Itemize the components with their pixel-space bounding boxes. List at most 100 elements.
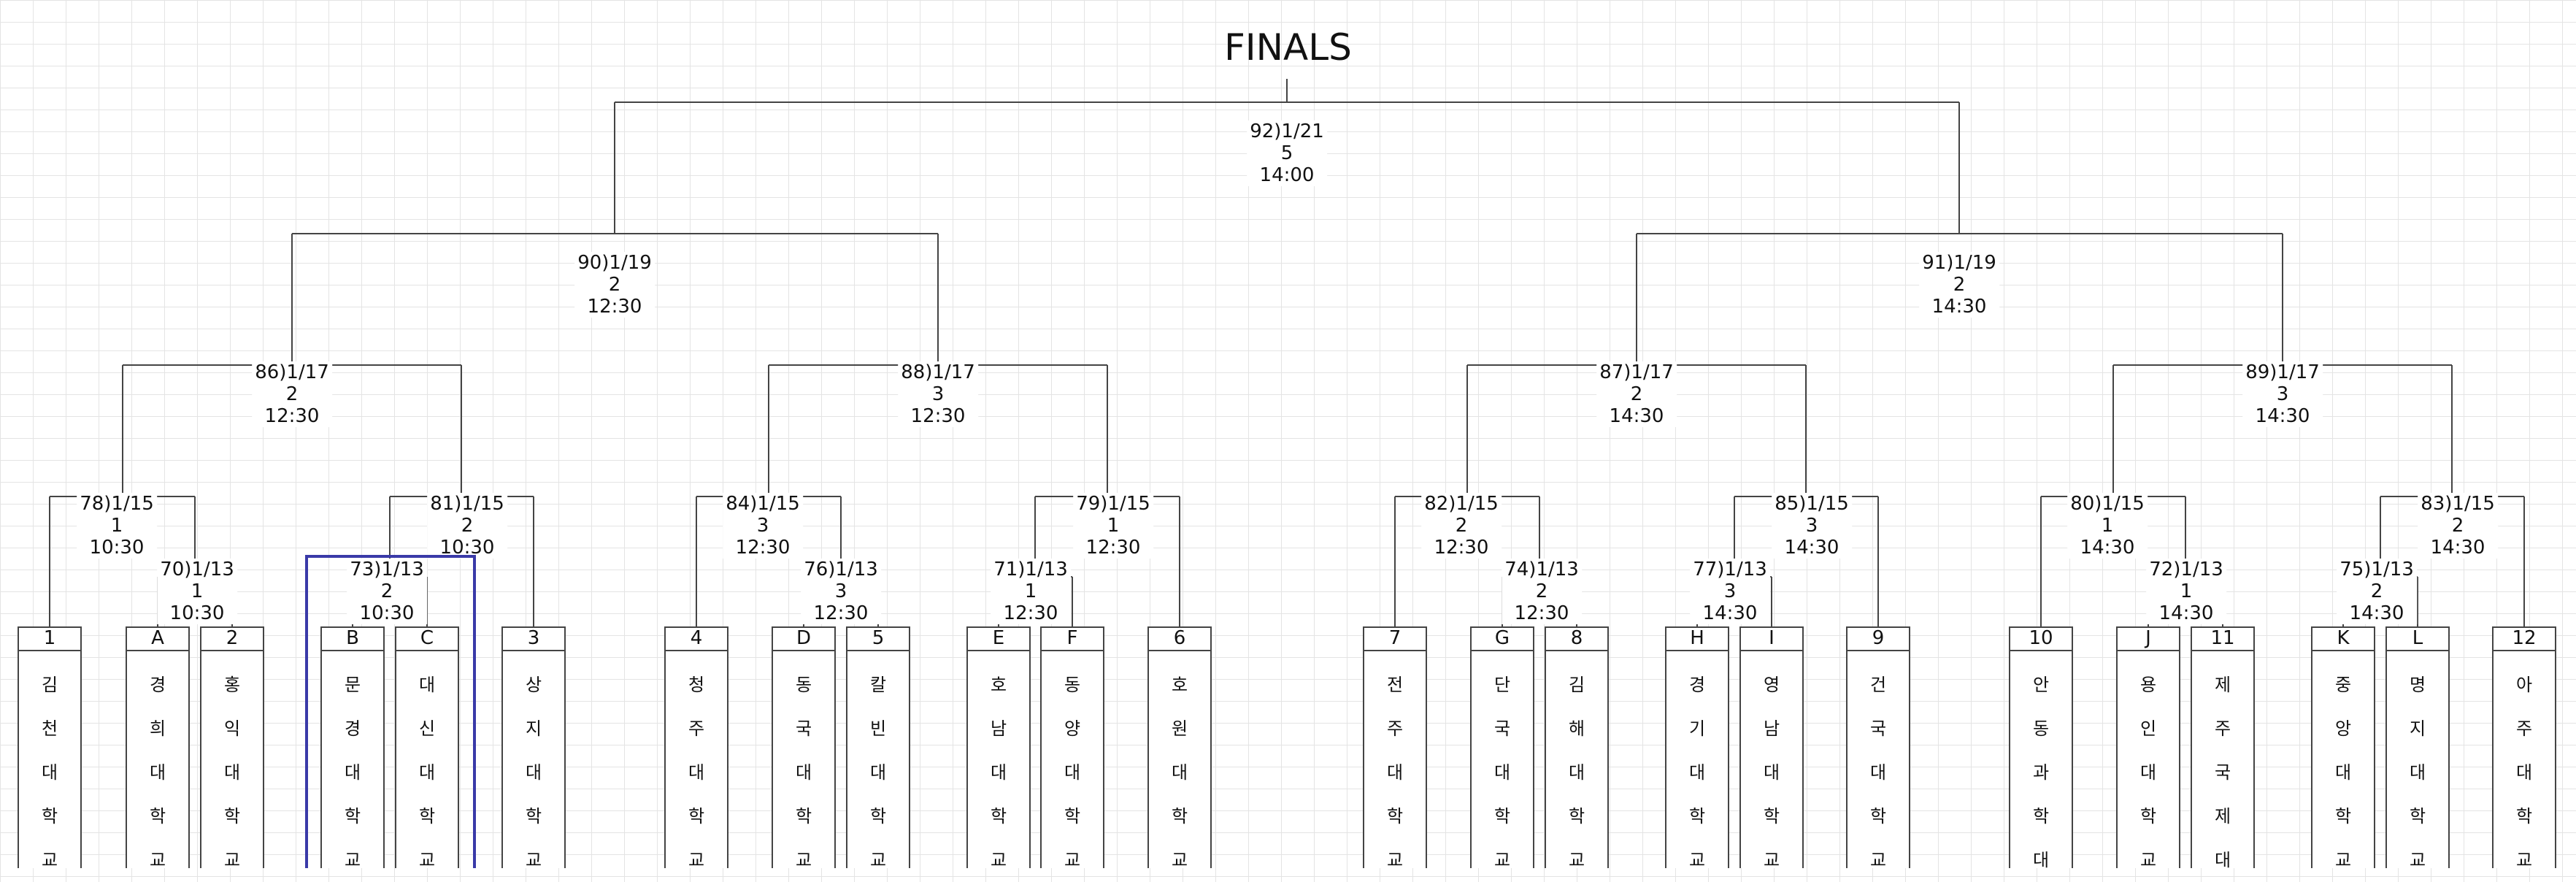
team-seed: F [1042,628,1103,651]
match-num: 88)1/17 [901,361,975,383]
match-num: 74)1/13 [1504,559,1579,580]
match-court: 3 [931,383,945,405]
team-seed: K [2312,628,2374,651]
match-num: 85)1/15 [1775,493,1849,515]
match-court: 3 [834,580,847,602]
match-court: 2 [1455,515,1468,537]
match-num: 82)1/15 [1424,493,1499,515]
match-time: 12:30 [735,537,791,559]
team-seed: 12 [2494,628,2555,651]
team-seed: 2 [201,628,263,651]
match-num: 78)1/15 [80,493,154,515]
team-seed: I [1741,628,1802,651]
team-seed: 11 [2192,628,2253,651]
match-num: 80)1/15 [2070,493,2145,515]
team-seed: 7 [1364,628,1426,651]
match-court: 2 [380,580,393,602]
match-court: 3 [756,515,769,537]
team-seed: 9 [1848,628,1909,651]
team-seed: 5 [847,628,909,651]
match-num: 83)1/15 [2421,493,2495,515]
match-court: 2 [285,383,299,405]
team-seed: 1 [19,628,80,651]
match-time: 12:30 [813,602,869,624]
match-court: 2 [2451,515,2464,537]
match-num: 86)1/17 [255,361,329,383]
team-seed: D [773,628,834,651]
match-court: 2 [608,274,621,296]
match-num: 91)1/19 [1922,252,1996,274]
match-num: 90)1/19 [577,252,652,274]
match-court: 1 [110,515,123,537]
match-num: 87)1/17 [1599,361,1674,383]
match-court: 3 [1723,580,1737,602]
match-time: 14:30 [1609,405,1664,427]
match-court: 1 [1107,515,1120,537]
match-court: 5 [1280,142,1293,164]
match-num: 92)1/21 [1250,120,1324,142]
match-num: 70)1/13 [160,559,234,580]
selection-highlight[interactable] [305,555,476,868]
match-court: 2 [1535,580,1548,602]
match-court: 1 [1024,580,1037,602]
match-time: 12:30 [264,405,320,427]
match-time: 14:30 [1702,602,1758,624]
team-seed: 6 [1149,628,1210,651]
team-seed: J [2118,628,2179,651]
match-num: 75)1/13 [2339,559,2414,580]
match-court: 1 [191,580,204,602]
match-time: 10:30 [89,537,145,559]
match-court: 1 [2180,580,2193,602]
match-time: 12:30 [1003,602,1058,624]
match-court: 3 [2276,383,2289,405]
match-time: 12:30 [1514,602,1569,624]
